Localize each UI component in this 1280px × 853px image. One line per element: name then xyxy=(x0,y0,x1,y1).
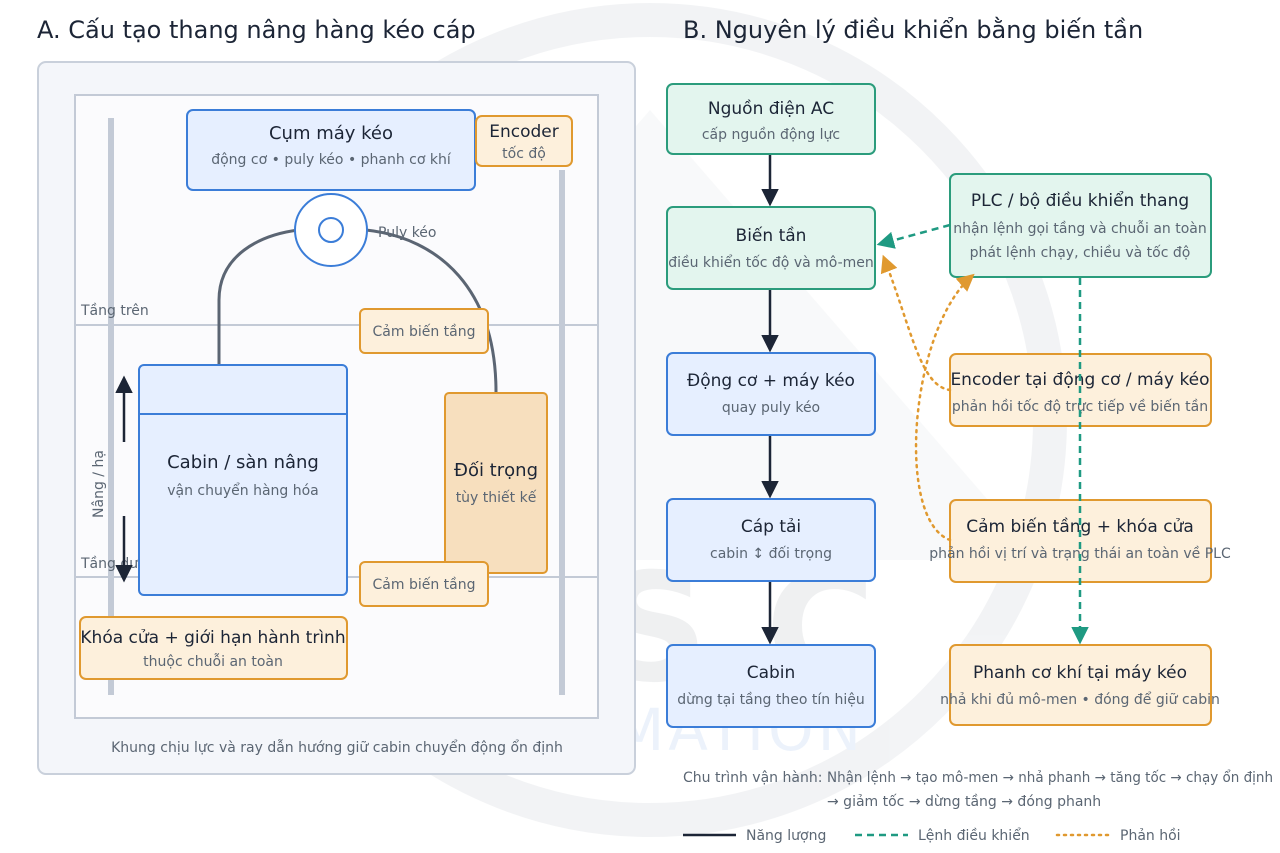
traction-machine: Cụm máy kéo động cơ • puly kéo • phanh c… xyxy=(186,109,476,191)
brake-box xyxy=(949,644,1212,726)
control-plc-to-inverter xyxy=(876,223,951,249)
brake-sub: nhả khi đủ mô-men • đóng để giữ cabin xyxy=(940,691,1220,708)
legend: Năng lượng Lệnh điều khiển Phản hồi xyxy=(683,827,1181,844)
floor-sensor-lower-label: Cảm biến tầng xyxy=(373,576,476,593)
lower-floor-label: Tầng dưới xyxy=(80,556,151,572)
left-caption: Khung chịu lực và ray dẫn hướng giữ cabi… xyxy=(111,739,563,756)
cabin-box xyxy=(138,364,348,596)
right-title: B. Nguyên lý điều khiển bằng biến tần xyxy=(683,15,1143,44)
cycle-line-2: → giảm tốc → dừng tầng → đóng phanh xyxy=(827,793,1101,810)
floor-sensor-lower: Cảm biến tầng xyxy=(359,561,489,607)
pulley-hub xyxy=(318,217,344,243)
chain-cabin-sub: dừng tại tầng theo tín hiệu xyxy=(677,692,865,708)
chain-cable: Cáp tải cabin ↕ đối trọng xyxy=(666,498,876,582)
cabin: Cabin / sàn nâng vận chuyển hàng hóa xyxy=(138,364,348,596)
chain-inverter-title: Biến tần xyxy=(736,225,807,246)
feedback-sensor-to-plc xyxy=(914,273,975,542)
legend-feedback-label: Phản hồi xyxy=(1120,827,1181,844)
chain-cable-title: Cáp tải xyxy=(741,517,801,537)
chain-motor-box xyxy=(666,352,876,436)
chain-ac-power: Nguồn điện AC cấp nguồn động lực xyxy=(666,83,876,155)
encoder-left-title: Encoder xyxy=(489,122,559,142)
floor-sensor-lower-box xyxy=(359,561,489,607)
cabin-title: Cabin / sàn nâng xyxy=(167,452,319,473)
encoder-left-box xyxy=(475,115,573,167)
cabin-sub: vận chuyển hàng hóa xyxy=(167,482,319,499)
chain-cabin-title: Cabin xyxy=(747,663,796,683)
chain-ac-power-box xyxy=(666,83,876,155)
chain-inverter: Biến tần điều khiển tốc độ và mô-men xyxy=(666,206,876,290)
cable-cabin-side xyxy=(217,228,299,365)
floor-sensor-upper-label: Cảm biến tầng xyxy=(373,323,476,340)
chain-cabin-box xyxy=(666,644,876,728)
plc-controller: PLC / bộ điều khiển thang nhận lệnh gọi … xyxy=(949,173,1212,278)
legend-energy-label: Năng lượng xyxy=(746,828,826,844)
floor-sensor-upper-box xyxy=(359,308,489,354)
traction-machine-sub: động cơ • puly kéo • phanh cơ khí xyxy=(211,152,452,168)
feedback-encoder-to-inverter xyxy=(880,254,952,392)
brake-title: Phanh cơ khí tại máy kéo xyxy=(973,663,1187,683)
encoder-left-sub: tốc độ xyxy=(502,145,546,162)
updown-label: Nâng / hạ xyxy=(91,450,107,518)
chain-inverter-sub: điều khiển tốc độ và mô-men xyxy=(668,254,874,271)
plc-title: PLC / bộ điều khiển thang xyxy=(971,190,1189,211)
traction-machine-title: Cụm máy kéo xyxy=(269,123,393,144)
chain-inverter-box xyxy=(666,206,876,290)
counterweight-box xyxy=(444,392,548,574)
plc-sub-2: phát lệnh chạy, chiều và tốc độ xyxy=(970,244,1191,261)
floor-sensor-upper: Cảm biến tầng xyxy=(359,308,489,354)
chain-ac-power-title: Nguồn điện AC xyxy=(708,98,834,119)
pulley-label: Puly kéo xyxy=(378,225,436,241)
chain-motor-title: Động cơ + máy kéo xyxy=(687,371,855,391)
door-lock-sub: thuộc chuỗi an toàn xyxy=(143,653,283,670)
floor-sensor-doorlock: Cảm biến tầng + khóa cửa phản hồi vị trí… xyxy=(929,499,1231,583)
door-lock-box xyxy=(79,616,348,680)
encoder-feedback-sub: phản hồi tốc độ trực tiếp về biến tần xyxy=(952,398,1208,415)
chain-cable-sub: cabin ↕ đối trọng xyxy=(710,545,832,562)
encoder-left: Encoder tốc độ xyxy=(475,115,573,167)
traction-pulley xyxy=(294,193,368,267)
counterweight-sub: tùy thiết kế xyxy=(456,489,537,506)
door-lock-title: Khóa cửa + giới hạn hành trình xyxy=(80,628,345,648)
plc-sub-1: nhận lệnh gọi tầng và chuỗi an toàn xyxy=(953,220,1207,237)
chain-cabin: Cabin dừng tại tầng theo tín hiệu xyxy=(666,644,876,728)
counterweight: Đối trọng tùy thiết kế xyxy=(444,392,548,574)
chain-motor-sub: quay puly kéo xyxy=(722,400,820,416)
counterweight-title: Đối trọng xyxy=(454,460,538,481)
cable-counterweight-side xyxy=(365,228,498,393)
chain-cable-box xyxy=(666,498,876,582)
legend-control-label: Lệnh điều khiển xyxy=(918,827,1030,844)
floor-sensor-doorlock-title: Cảm biến tầng + khóa cửa xyxy=(966,516,1193,537)
left-title: A. Cấu tạo thang nâng hàng kéo cáp xyxy=(37,16,476,44)
upper-floor-label: Tầng trên xyxy=(80,303,149,319)
cycle-line-1: Nhận lệnh → tạo mô-men → nhả phanh → tăn… xyxy=(827,769,1273,786)
door-lock-limit: Khóa cửa + giới hạn hành trình thuộc chu… xyxy=(79,616,348,680)
chain-ac-power-sub: cấp nguồn động lực xyxy=(702,126,840,143)
traction-machine-box xyxy=(186,109,476,191)
cycle-label: Chu trình vận hành: xyxy=(683,770,822,786)
chain-motor: Động cơ + máy kéo quay puly kéo xyxy=(666,352,876,436)
floor-sensor-doorlock-sub: phản hồi vị trí và trạng thái an toàn về… xyxy=(929,545,1231,562)
mechanical-brake: Phanh cơ khí tại máy kéo nhả khi đủ mô-m… xyxy=(940,644,1220,726)
